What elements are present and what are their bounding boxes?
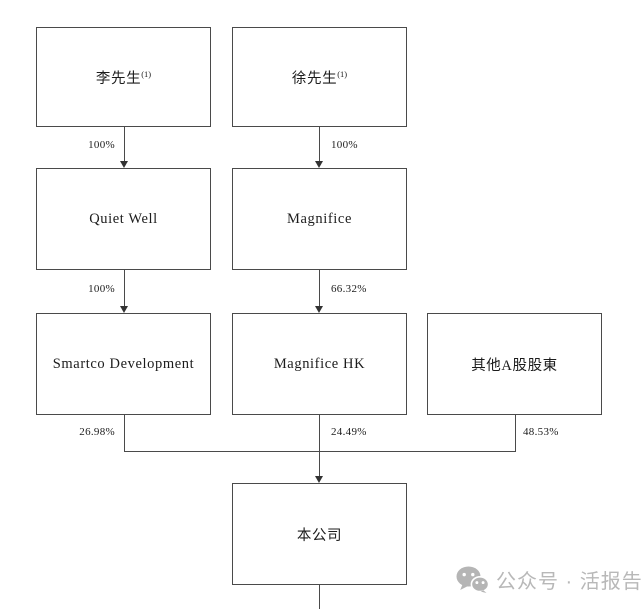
node-label: 徐先生(1) xyxy=(291,68,348,87)
edge-label-li-quietwell: 100% xyxy=(88,139,115,151)
arrowhead-xu-magnifice xyxy=(315,161,323,168)
node-label: Magnifice xyxy=(287,210,352,227)
node-mr-li: 李先生(1) xyxy=(36,27,211,127)
node-other-a-share-shareholders: 其他A股股東 xyxy=(427,313,602,415)
watermark: 公众号 · 活报告 xyxy=(456,566,643,593)
node-magnifice-hk: Magnifice HK xyxy=(232,313,407,415)
connector-magnifice-magnificehk xyxy=(319,270,320,306)
node-label: Quiet Well xyxy=(89,210,158,227)
connector-other-down xyxy=(515,415,516,452)
connector-company-down xyxy=(319,585,320,609)
edge-label-other-company: 48.53% xyxy=(523,426,559,438)
edge-label-xu-magnifice: 100% xyxy=(331,139,358,151)
connector-quietwell-smartco xyxy=(124,270,125,306)
node-smartco-development: Smartco Development xyxy=(36,313,211,415)
watermark-text: 公众号 · 活报告 xyxy=(496,570,643,593)
arrowhead-li-quietwell xyxy=(120,161,128,168)
connector-li-quietwell xyxy=(124,127,125,161)
node-company: 本公司 xyxy=(232,483,407,585)
connector-smartco-down xyxy=(124,415,125,452)
node-label: Magnifice HK xyxy=(273,355,366,372)
edge-label-quietwell-smartco: 100% xyxy=(88,283,115,295)
node-mr-xu: 徐先生(1) xyxy=(232,27,407,127)
wechat-icon xyxy=(456,566,489,593)
edge-label-magnifice-magnificehk: 66.32% xyxy=(331,283,367,295)
node-label: Smartco Development xyxy=(52,355,195,372)
edge-label-smartco-company: 26.98% xyxy=(79,426,115,438)
arrowhead-into-company xyxy=(315,476,323,483)
edge-label-magnificehk-company: 24.49% xyxy=(331,426,367,438)
footnote-marker: (1) xyxy=(337,68,348,79)
footnote-marker: (1) xyxy=(141,68,152,79)
node-magnifice: Magnifice xyxy=(232,168,407,270)
connector-magnificehk-company xyxy=(319,415,320,476)
connector-merge-bar xyxy=(124,451,516,452)
node-label: 李先生(1) xyxy=(95,68,152,87)
connector-xu-magnifice xyxy=(319,127,320,161)
arrowhead-magnifice-magnificehk xyxy=(315,306,323,313)
node-label: 其他A股股東 xyxy=(471,357,558,374)
arrowhead-quietwell-smartco xyxy=(120,306,128,313)
node-quiet-well: Quiet Well xyxy=(36,168,211,270)
node-label: 本公司 xyxy=(296,527,343,544)
